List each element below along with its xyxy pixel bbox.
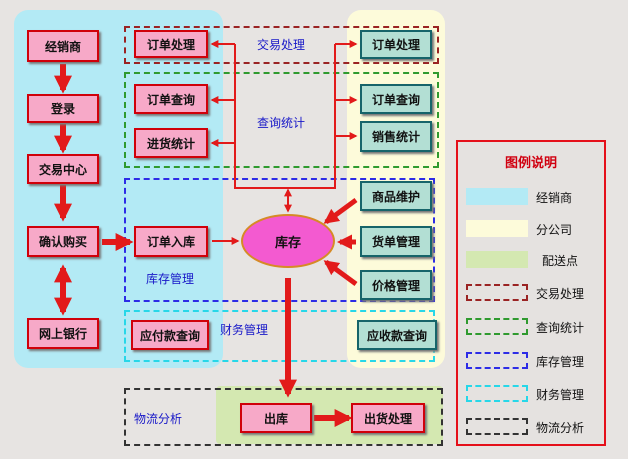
legend-label-logistics: 物流分析 (536, 421, 585, 435)
order-stock-in-box[interactable]: 订单入库 (134, 226, 208, 257)
order-query-right-box[interactable]: 订单查询 (360, 84, 432, 114)
legend-label-finance: 财务管理 (536, 388, 585, 402)
legend-swatch-distribution (466, 251, 528, 268)
shipping-box[interactable]: 出货处理 (351, 403, 425, 433)
order-processing-left-box[interactable]: 订单处理 (134, 30, 208, 58)
goods-management-box[interactable]: 货单管理 (360, 226, 432, 257)
bus-line (234, 44, 336, 189)
legend-swatch-query (466, 318, 528, 335)
sales-stats-box[interactable]: 销售统计 (360, 121, 432, 152)
product-maintenance-box[interactable]: 商品维护 (360, 181, 432, 211)
receivable-query-box[interactable]: 应收款查询 (357, 320, 437, 350)
finance-mgmt-label: 财务管理 (220, 323, 269, 337)
legend-swatch-logistics (466, 418, 528, 435)
confirm-purchase-box[interactable]: 确认购买 (27, 226, 99, 257)
trade-center-box[interactable]: 交易中心 (27, 154, 99, 184)
legend-label-branch: 分公司 (536, 223, 573, 237)
logistics-label: 物流分析 (134, 412, 183, 426)
price-management-box[interactable]: 价格管理 (360, 270, 432, 300)
legend-panel: 图例说明 经销商 分公司 配送点 交易处理 查询统计 库存管理 财务管理 物流分… (456, 140, 606, 446)
legend-swatch-transaction (466, 284, 528, 301)
legend-label-distribution: 配送点 (542, 254, 579, 268)
outbound-box[interactable]: 出库 (240, 403, 312, 433)
purchase-stats-box[interactable]: 进货统计 (134, 128, 208, 158)
query-stats-label: 查询统计 (257, 116, 306, 130)
order-processing-right-box[interactable]: 订单处理 (360, 30, 432, 59)
transaction-group (124, 26, 439, 64)
legend-swatch-inventory (466, 352, 528, 369)
legend-swatch-branch (466, 220, 528, 237)
arrow-product-inventory (323, 197, 358, 225)
legend-label-inventory: 库存管理 (536, 355, 585, 369)
login-box[interactable]: 登录 (27, 94, 99, 123)
transaction-label: 交易处理 (257, 38, 306, 52)
legend-title: 图例说明 (504, 156, 557, 171)
dealer-region (14, 10, 223, 368)
legend-swatch-dealer (466, 188, 528, 205)
arrow-price-inventory (323, 259, 358, 287)
query-stats-group (124, 72, 439, 168)
legend-label-transaction: 交易处理 (536, 287, 585, 301)
inventory-node[interactable]: 库存 (241, 214, 335, 268)
legend-label-dealer: 经销商 (536, 191, 573, 205)
dealer-box[interactable]: 经销商 (27, 30, 99, 62)
order-query-left-box[interactable]: 订单查询 (134, 84, 208, 114)
online-bank-box[interactable]: 网上银行 (27, 318, 99, 349)
payable-query-box[interactable]: 应付款查询 (131, 320, 209, 350)
inventory-mgmt-label: 库存管理 (146, 272, 195, 286)
legend-swatch-finance (466, 385, 528, 402)
legend-label-query: 查询统计 (536, 321, 585, 335)
